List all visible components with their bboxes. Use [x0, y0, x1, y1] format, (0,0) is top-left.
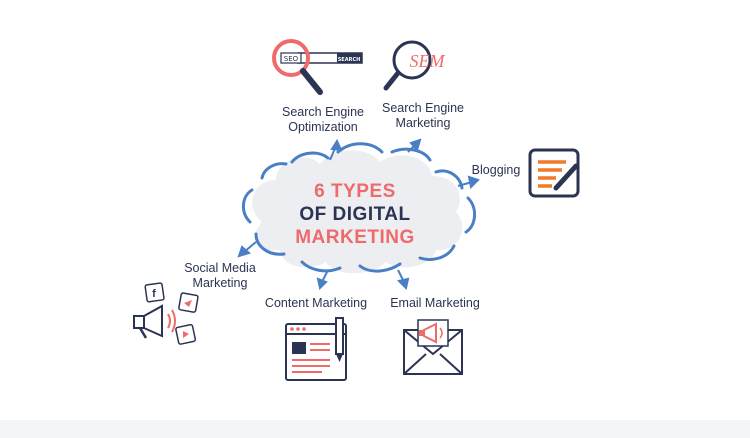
social-megaphone-icon: [133, 282, 199, 345]
blogging-label: Blogging: [471, 163, 521, 177]
email-marketing-label: Email Marketing: [390, 296, 480, 310]
seo-box-text: SEO: [284, 55, 299, 63]
envelope-megaphone-icon: [403, 319, 463, 375]
facebook-icon: f: [152, 288, 156, 300]
seo-search-button-text: SEARCH: [338, 57, 361, 63]
sem-label: Search Engine Marketing: [381, 101, 464, 130]
blog-document-icon: [528, 148, 580, 198]
diagram-title: 6 TYPES OF DIGITAL MARKETING: [270, 180, 440, 249]
title-line-1: 6 TYPES: [314, 181, 396, 202]
title-line-3: MARKETING: [295, 227, 415, 248]
cloud-shape: [252, 150, 463, 274]
seo-magnifier-icon: [272, 39, 363, 95]
connector-arrows: [237, 138, 480, 290]
seo-label: Search Engine Optimization: [281, 105, 364, 134]
title-line-2: OF DIGITAL: [299, 204, 411, 225]
social-media-marketing-label: Social Media Marketing: [184, 261, 256, 290]
sem-magnifier-icon: [383, 40, 432, 91]
footer-band: [0, 420, 750, 438]
sem-text: SEM: [410, 51, 446, 71]
webpage-pencil-icon: [285, 317, 347, 381]
content-marketing-label: Content Marketing: [264, 296, 368, 310]
